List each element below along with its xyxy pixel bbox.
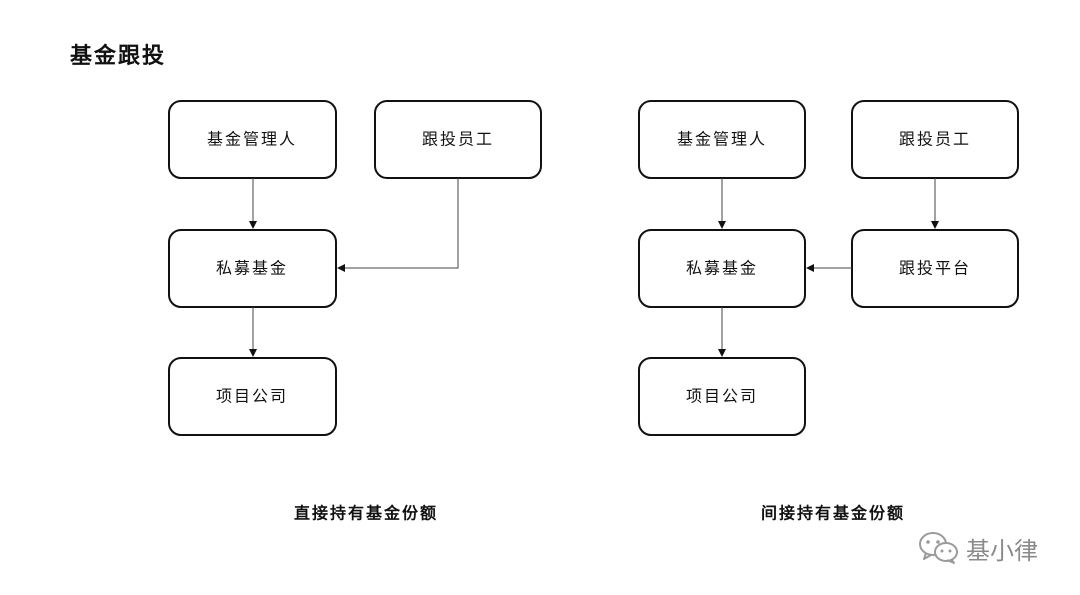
direct-edge-manager-to-fund	[249, 178, 257, 229]
arrow-head-icon	[931, 221, 939, 229]
indirect-caption: 间接持有基金份额	[761, 504, 905, 523]
arrow-head-icon	[718, 221, 726, 229]
direct-node-employee-label: 跟投员工	[422, 130, 494, 149]
indirect-node-company: 项目公司	[638, 357, 806, 436]
watermark-text: 基小律	[966, 536, 1038, 565]
arrow-head-icon	[249, 221, 257, 229]
direct-node-manager: 基金管理人	[168, 100, 337, 179]
direct-edge-employee-to-fund	[337, 178, 459, 272]
indirect-edge-employee-to-platform	[931, 178, 939, 229]
indirect-node-fund: 私募基金	[638, 229, 806, 308]
direct-node-company: 项目公司	[168, 357, 337, 436]
indirect-node-employee: 跟投员工	[851, 100, 1019, 179]
indirect-edge-fund-to-company	[718, 307, 726, 357]
direct-node-fund-label: 私募基金	[216, 259, 288, 278]
direct-node-manager-label: 基金管理人	[207, 130, 297, 149]
wechat-icon	[919, 532, 958, 564]
direct-node-fund: 私募基金	[168, 229, 337, 308]
direct-node-employee: 跟投员工	[374, 100, 542, 179]
indirect-diagram: 基金管理人 跟投员工 私募基金 跟投平台 项目公司	[638, 100, 1019, 523]
arrow-head-icon	[806, 264, 814, 272]
indirect-node-fund-label: 私募基金	[686, 259, 758, 278]
direct-diagram: 基金管理人 跟投员工 私募基金 项目公司 直接持有基金份额	[168, 100, 542, 523]
indirect-node-employee-label: 跟投员工	[899, 130, 971, 149]
arrow-head-icon	[337, 264, 345, 272]
arrow-head-icon	[718, 349, 726, 357]
indirect-edge-manager-to-fund	[718, 178, 726, 229]
direct-edge-fund-to-company	[249, 307, 257, 357]
direct-node-company-label: 项目公司	[216, 387, 288, 406]
indirect-edge-platform-to-fund	[806, 264, 852, 272]
watermark: 基小律	[918, 528, 1038, 568]
indirect-node-company-label: 项目公司	[686, 387, 758, 406]
arrow-head-icon	[249, 349, 257, 357]
indirect-node-platform-label: 跟投平台	[899, 259, 971, 278]
indirect-node-manager: 基金管理人	[638, 100, 806, 179]
indirect-node-platform: 跟投平台	[851, 229, 1019, 308]
page-title: 基金跟投	[70, 43, 167, 69]
direct-caption: 直接持有基金份额	[294, 504, 438, 523]
indirect-node-manager-label: 基金管理人	[677, 130, 767, 149]
